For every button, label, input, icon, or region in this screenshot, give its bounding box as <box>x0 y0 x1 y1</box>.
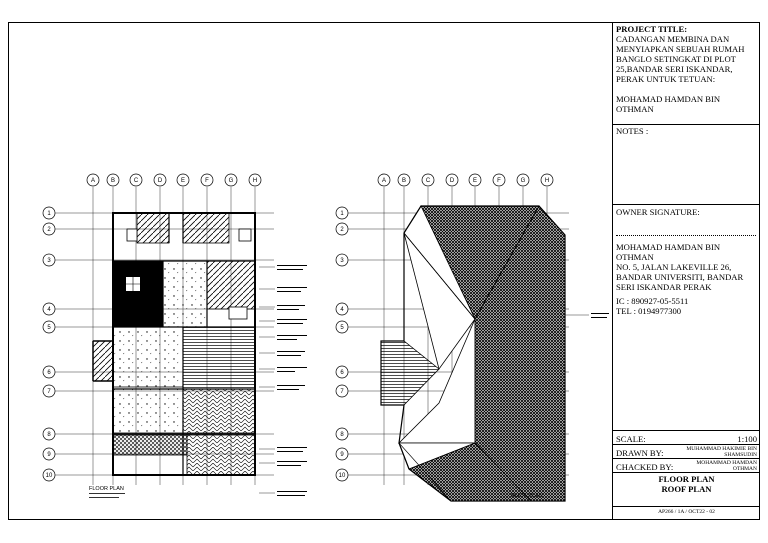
drawn-by-row: DRAWN BY: MUHAMMAD HAKIMIE BIN SHAMSUDIN <box>613 445 760 459</box>
sheet-title-section: FLOOR PLAN ROOF PLAN <box>613 473 760 507</box>
grid-row-label: 4 <box>47 307 51 313</box>
drawn-by-value: MUHAMMAD HAKIMIE BIN SHAMSUDIN <box>686 446 757 458</box>
grid-col-label: H <box>253 178 257 184</box>
grid-row-label: 8 <box>47 432 51 438</box>
owner-tel: TEL : 0194977300 <box>616 306 682 316</box>
project-title-label: PROJECT TITLE: <box>616 24 688 34</box>
checked-by-label: CHACKED BY: <box>616 462 674 472</box>
grid-row-label: 1 <box>47 211 51 217</box>
grid-col-label: C <box>134 178 139 184</box>
scale-row: SCALE: 1:100 <box>613 431 760 445</box>
signature-line <box>616 235 756 236</box>
grid-col-label: H <box>545 178 549 184</box>
grid-col-label: F <box>205 178 209 184</box>
grid-row-label: 6 <box>340 370 344 376</box>
grid-row-label: 10 <box>46 473 53 479</box>
grid-row-label: 3 <box>340 258 344 264</box>
sheet-title-2: ROOF PLAN <box>661 484 712 494</box>
roof-plan: A B C D E F G H 1 2 3 4 5 6 <box>335 173 609 502</box>
grid-col-label: E <box>473 178 477 184</box>
owner-ic: IC : 890927-05-5511 <box>616 296 689 306</box>
grid-row-label: 9 <box>340 452 344 458</box>
grid-row-label: 5 <box>47 325 51 331</box>
title-block: PROJECT TITLE: CADANGAN MEMBINA DAN MENY… <box>612 23 760 519</box>
drawing-number-row: AP266 / 1A / OCT22 - 02 <box>613 507 760 519</box>
grid-row-label: 3 <box>47 258 51 264</box>
grid-col-label: B <box>111 178 115 184</box>
drawing-number: AP266 / 1A / OCT22 - 02 <box>658 509 715 515</box>
grid-col-label: G <box>521 178 526 184</box>
grid-col-label: A <box>382 178 386 184</box>
owner-section: OWNER SIGNATURE: MOHAMAD HAMDAN BIN OTHM… <box>613 205 760 431</box>
scale-value: 1:100 <box>737 434 757 444</box>
notes-section: NOTES : <box>613 125 760 205</box>
checked-by-row: CHACKED BY: MOHAMMAD HAMDAN OTHMAN <box>613 459 760 473</box>
grid-row-label: 7 <box>47 389 51 395</box>
grid-col-label: C <box>426 178 431 184</box>
sheet-title-1: FLOOR PLAN <box>658 474 715 484</box>
grid-row-label: 2 <box>340 227 344 233</box>
grid-col-label: F <box>497 178 501 184</box>
project-title-text: CADANGAN MEMBINA DAN MENYIAPKAN SEBUAH R… <box>616 34 745 84</box>
grid-row-label: 2 <box>47 227 51 233</box>
grid-row-label: 9 <box>47 452 51 458</box>
project-title-section: PROJECT TITLE: CADANGAN MEMBINA DAN MENY… <box>613 23 760 125</box>
grid-row-label: 6 <box>47 370 51 376</box>
grid-row-label: 8 <box>340 432 344 438</box>
grid-row-label: 7 <box>340 389 344 395</box>
grid-col-label: D <box>450 178 455 184</box>
grid-row-label: 4 <box>340 307 344 313</box>
floor-plan: A B C D E F G H 1 2 3 4 5 <box>42 173 307 498</box>
client-name: MOHAMAD HAMDAN BIN OTHMAN <box>616 94 721 114</box>
grid-col-label: G <box>229 178 234 184</box>
grid-col-label: A <box>91 178 95 184</box>
notes-label: NOTES : <box>616 126 649 136</box>
drawn-by-label: DRAWN BY: <box>616 448 664 458</box>
floor-plan-title: FLOOR PLAN <box>89 486 124 492</box>
grid-col-label: B <box>402 178 406 184</box>
grid-col-label: D <box>158 178 163 184</box>
grid-row-label: 1 <box>340 211 344 217</box>
drawing-area: A B C D E F G H 1 2 3 4 5 <box>42 173 609 502</box>
checked-by-value: MOHAMMAD HAMDAN OTHMAN <box>696 460 757 472</box>
grid-row-label: 5 <box>340 325 344 331</box>
grid-col-label: E <box>181 178 185 184</box>
owner-name: MOHAMAD HAMDAN BIN OTHMAN <box>616 242 721 262</box>
roof-plan-title: ROOF PLAN <box>511 493 543 499</box>
drawing-sheet: A B C D E F G H 1 2 3 4 5 <box>8 22 760 520</box>
owner-signature-label: OWNER SIGNATURE: <box>616 207 700 217</box>
scale-label: SCALE: <box>616 434 646 444</box>
grid-row-label: 10 <box>339 473 346 479</box>
owner-address: NO. 5, JALAN LAKEVILLE 26, BANDAR UNIVER… <box>616 262 744 292</box>
